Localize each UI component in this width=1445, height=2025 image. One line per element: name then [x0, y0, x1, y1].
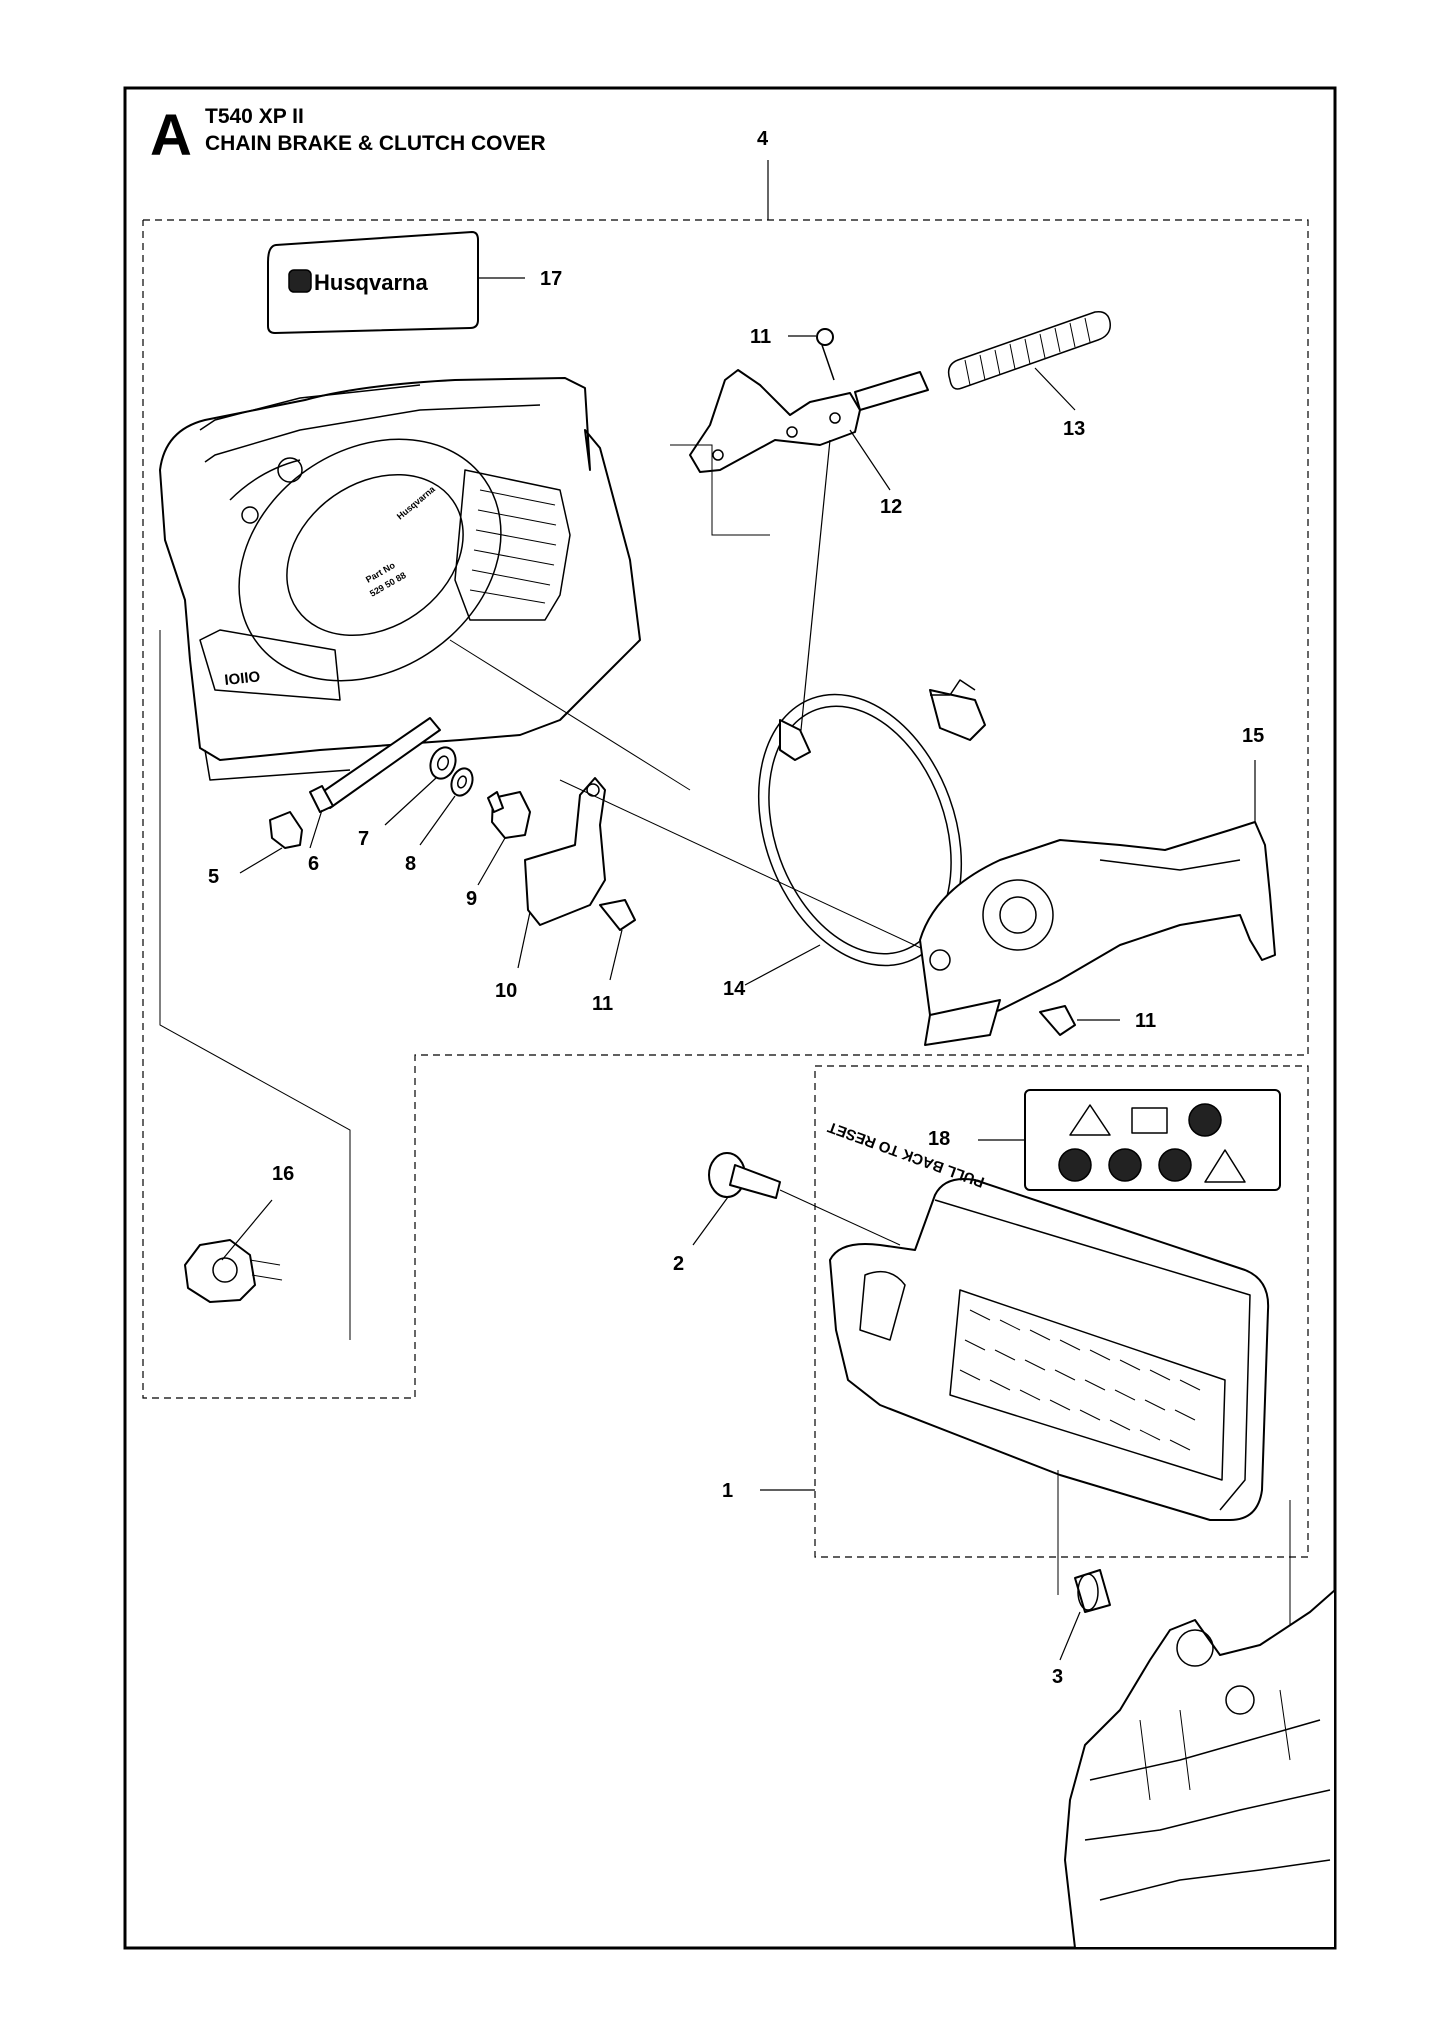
- husqvarna-decal-17: Husqvarna: [267, 231, 525, 334]
- section-letter: A: [150, 103, 192, 168]
- no-kickback-icon: [1158, 1148, 1192, 1182]
- callout-1: 1: [722, 1480, 733, 1502]
- model-name: T540 XP II: [205, 105, 304, 128]
- manual-book-icon: [1131, 1107, 1168, 1134]
- saw-body: [1064, 1589, 1336, 1949]
- callout-8: 8: [405, 853, 416, 875]
- part-18-warning-decal: [978, 1089, 1281, 1191]
- group-outline-4: [142, 219, 1309, 1399]
- callout-16: 16: [272, 1163, 294, 1185]
- part-6-rod: [309, 717, 441, 849]
- callout-13: 13: [1063, 418, 1085, 440]
- callout-6: 6: [308, 853, 319, 875]
- part-11-screw-b: [599, 899, 636, 981]
- part-11-screw-a: [788, 328, 835, 381]
- part-12-brake-lever: [689, 369, 929, 741]
- callout-7: 7: [358, 828, 369, 850]
- no-one-hand-icon: [1108, 1148, 1142, 1182]
- falling-tree-icon: [1204, 1149, 1246, 1183]
- part-7-washer: [384, 746, 457, 826]
- callout-9: 9: [466, 888, 477, 910]
- guide-line-cover: [449, 639, 691, 791]
- part-3-bushing: [1059, 1569, 1111, 1661]
- callout-3: 3: [1052, 1666, 1063, 1688]
- helmet-icon: [1188, 1103, 1222, 1137]
- decal-brand-text: Husqvarna: [314, 270, 428, 295]
- callout-18: 18: [928, 1128, 950, 1150]
- guide-line-mid: [670, 444, 770, 536]
- guide-line-left: [159, 630, 351, 1340]
- callout-2: 2: [673, 1253, 684, 1275]
- callout-17: 17: [540, 268, 562, 290]
- clutch-cover-4: IOIIO Part No 529 50 88 Husqvarna: [159, 377, 641, 781]
- page-frame: [123, 86, 1337, 1950]
- callout-11c: 11: [1135, 1010, 1156, 1032]
- callout-14: 14: [723, 978, 746, 1000]
- callout-11a: 11: [750, 326, 771, 348]
- part-2-pin: [692, 1152, 901, 1246]
- starter-cover-text: PULL BACK TO RESET: [826, 1118, 987, 1191]
- part-9-nut: [477, 791, 531, 886]
- group-outline-1: [814, 1065, 1309, 1558]
- part-13-spring: [947, 310, 1111, 411]
- callout-15: 15: [1242, 725, 1264, 747]
- callout-5: 5: [208, 866, 219, 888]
- part-14-brake-band: [559, 679, 986, 986]
- part-10-brake-plate: [517, 777, 606, 969]
- part-16: [184, 1199, 283, 1303]
- cover-embossed-logo: IOIIO: [224, 668, 262, 689]
- section-title: CHAIN BRAKE & CLUTCH COVER: [205, 132, 546, 155]
- callout-11b: 11: [592, 993, 613, 1015]
- part-15-brake-housing: [919, 760, 1276, 1046]
- chainsaw-kickback-icon: [1058, 1148, 1092, 1182]
- callout-12: 12: [880, 496, 902, 518]
- part-8-washer: [419, 767, 474, 846]
- callout-10: 10: [495, 980, 517, 1002]
- callout-4: 4: [757, 128, 769, 150]
- part-11-screw-c: [1039, 1005, 1120, 1036]
- warning-triangle-icon: [1069, 1104, 1111, 1136]
- part-5: [239, 811, 303, 874]
